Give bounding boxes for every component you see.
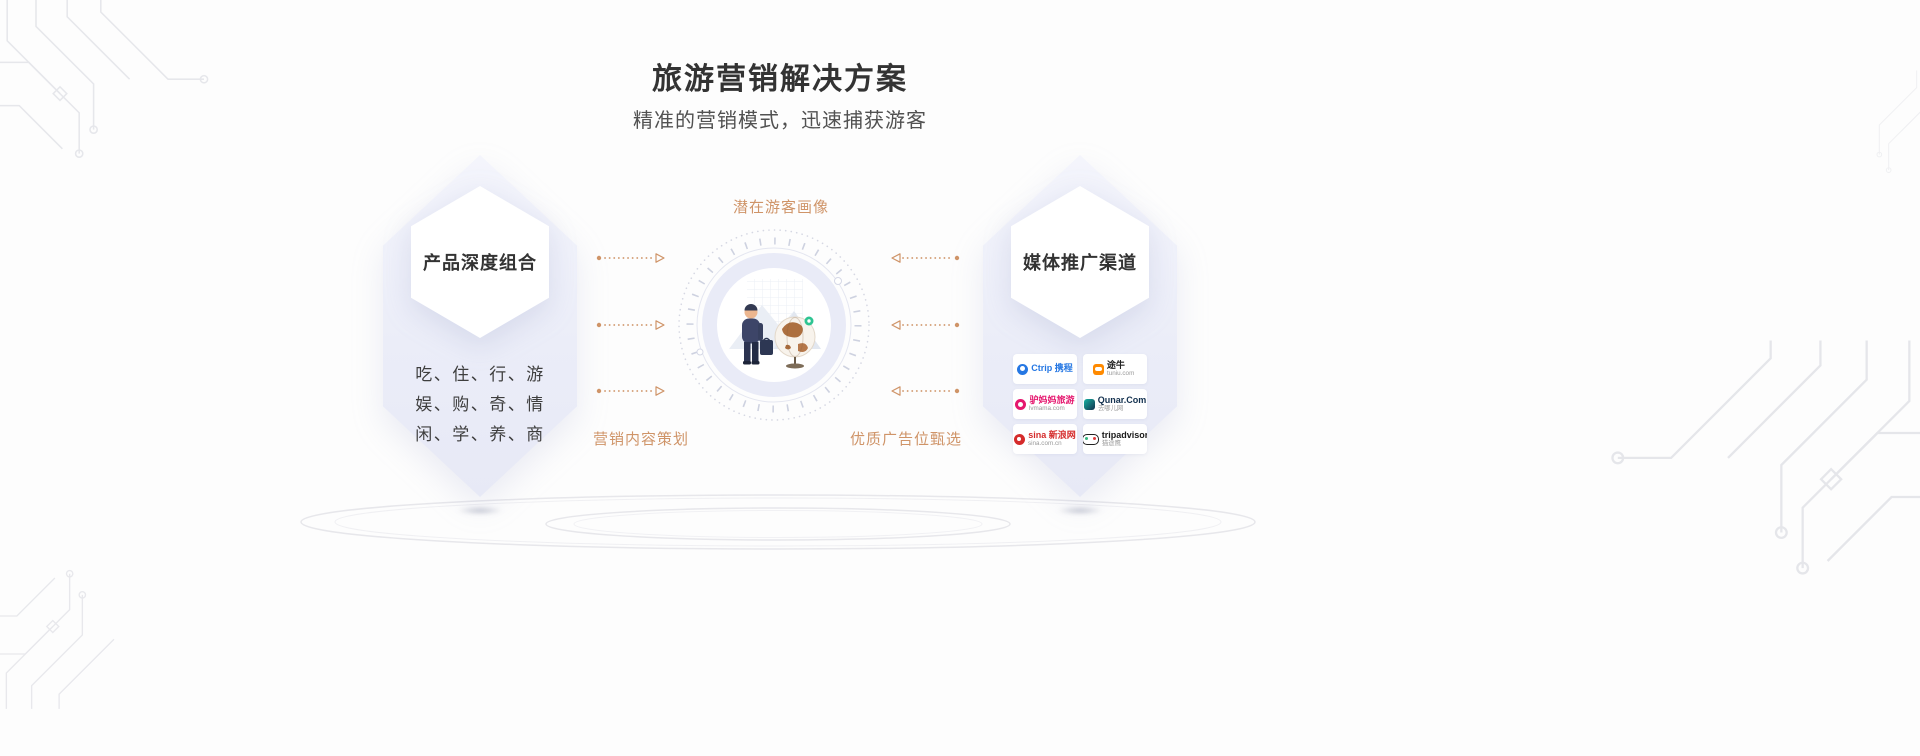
logo-text: tripadvisor — [1101, 429, 1147, 440]
ground-rings-decoration — [300, 494, 1256, 550]
logo-subtext: lvmama.com — [1029, 405, 1066, 412]
left-card-shadow — [449, 505, 511, 516]
logo-text: Qunar.Com — [1097, 394, 1147, 405]
product-combination-card: 产品深度组合 吃、住、行、游 娱、购、奇、情 闲、学、养、商 — [383, 155, 577, 497]
product-line: 闲、学、养、商 — [415, 425, 545, 444]
label-premium-ad-selection: 优质广告位甄选 — [849, 431, 963, 448]
right-card-shadow — [1049, 505, 1111, 516]
qunar-camel-icon — [1083, 398, 1095, 410]
media-logos-grid: Ctrip 携程 途牛 tuniu.com 驴妈妈旅游 lvmama.com — [1013, 354, 1147, 454]
left-card-title: 产品深度组合 — [423, 253, 537, 273]
dotted-arrow-right-icon — [596, 320, 665, 330]
logo-subtext: 去哪儿网 — [1097, 405, 1123, 412]
logo-text: 途牛 — [1106, 359, 1125, 370]
ctrip-dolphin-icon — [1017, 363, 1029, 375]
logo-text: Ctrip 携程 — [1031, 363, 1073, 374]
left-title-hexagon: 产品深度组合 — [411, 186, 549, 338]
logo-sina: sina 新浪网 sina.com.cn — [1013, 424, 1077, 454]
logo-text: sina 新浪网 — [1028, 429, 1076, 440]
logo-text: 驴妈妈旅游 — [1029, 394, 1075, 405]
label-potential-tourist-profile: 潜在游客画像 — [732, 199, 830, 216]
logo-qunar: Qunar.Com 去哪儿网 — [1083, 389, 1147, 419]
dotted-arrow-right-icon — [596, 386, 665, 396]
content-wrapper: 旅游营销解决方案 精准的营销模式，迅速捕获游客 产品深度组合 吃、住、行、游 娱… — [300, 63, 1256, 550]
page-subtitle: 精准的营销模式，迅速捕获游客 — [633, 110, 927, 132]
page-title: 旅游营销解决方案 — [652, 63, 908, 96]
sina-eye-icon — [1014, 433, 1026, 445]
logo-ctrip: Ctrip 携程 — [1013, 354, 1077, 384]
circuit-decoration-right — [1611, 340, 1920, 575]
product-line: 吃、住、行、游 — [415, 365, 545, 384]
dotted-arrow-left-icon — [891, 386, 960, 396]
label-marketing-content-planning: 营销内容策划 — [592, 431, 690, 448]
tripadvisor-owl-icon — [1083, 433, 1099, 445]
logo-tripadvisor: tripadvisor 猫途鹰 — [1083, 424, 1147, 454]
media-channels-card: 媒体推广渠道 Ctrip 携程 途牛 tuniu.com — [983, 155, 1177, 497]
logo-subtext: sina.com.cn — [1028, 440, 1062, 447]
lvmama-donkey-icon — [1015, 398, 1027, 410]
logo-subtext: 猫途鹰 — [1101, 440, 1121, 447]
dotted-arrow-right-icon — [596, 253, 665, 263]
traveler-profile-dial-illustration — [678, 229, 870, 421]
logo-tuniu: 途牛 tuniu.com — [1083, 354, 1147, 384]
dotted-arrow-left-icon — [891, 253, 960, 263]
right-card-title: 媒体推广渠道 — [1023, 253, 1137, 273]
logo-subtext: tuniu.com — [1106, 370, 1135, 377]
product-line: 娱、购、奇、情 — [415, 395, 545, 414]
tuniu-cow-icon — [1092, 363, 1104, 375]
circuit-decoration-top-right — [1876, 70, 1920, 173]
product-category-list: 吃、住、行、游 娱、购、奇、情 闲、学、养、商 — [383, 360, 577, 450]
right-title-hexagon: 媒体推广渠道 — [1011, 186, 1149, 338]
dotted-arrow-left-icon — [891, 320, 960, 330]
logo-lvmama: 驴妈妈旅游 lvmama.com — [1013, 389, 1077, 419]
